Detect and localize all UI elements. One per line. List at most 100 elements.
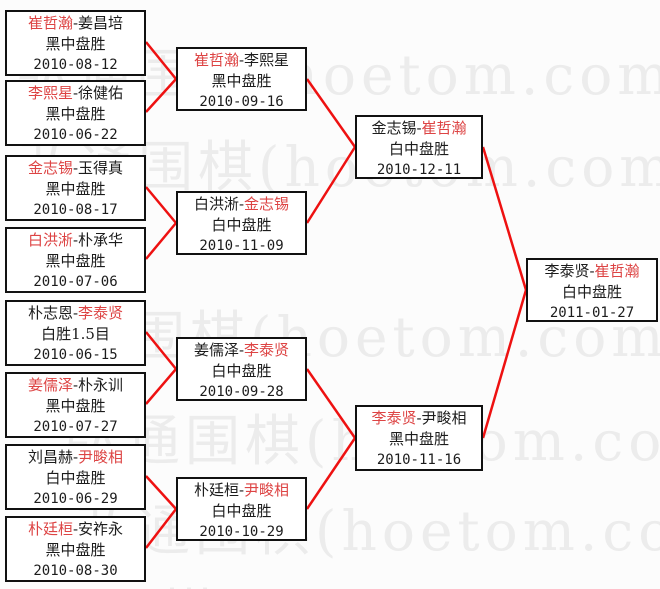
- dash-separator: -: [72, 376, 79, 394]
- connector-line: [145, 331, 177, 370]
- match-date: 2010-08-12: [33, 57, 118, 73]
- match-date: 2010-09-28: [199, 384, 284, 400]
- player-name: 朴承华: [78, 231, 124, 249]
- player-name: 徐健佑: [78, 84, 124, 102]
- player-name: 朴永训: [78, 376, 124, 394]
- match-result: 白中盘胜: [211, 502, 272, 520]
- match-box: 姜儒泽-李泰贤 白中盘胜 2010-09-28: [176, 337, 307, 401]
- match-players: 朴廷桓-尹畯相: [178, 480, 305, 501]
- dash-separator: -: [238, 195, 245, 213]
- match-box: 金志锡-玉得真 黑中盘胜 2010-08-17: [5, 155, 146, 221]
- match-players: 崔哲瀚-李熙星: [178, 50, 305, 71]
- player-name: 金志锡: [27, 159, 73, 177]
- connector-line: [145, 368, 177, 405]
- player-name: 朴志恩: [27, 304, 73, 322]
- match-players: 姜儒泽-朴永训: [7, 375, 144, 396]
- player-name: 李泰贤: [244, 341, 290, 359]
- match-players: 姜儒泽-李泰贤: [178, 340, 305, 361]
- match-players: 崔哲瀚-姜昌培: [7, 13, 144, 34]
- player-name: 金志锡: [244, 195, 290, 213]
- match-box: 白洪淅-朴承华 黑中盘胜 2010-07-06: [5, 227, 146, 293]
- player-name: 李熙星: [244, 51, 290, 69]
- match-box: 刘昌赫-尹畯相 白中盘胜 2010-06-29: [5, 444, 146, 510]
- match-result: 黑中盘胜: [45, 35, 106, 53]
- match-result: 白中盘胜: [388, 140, 449, 158]
- match-date: 2011-01-27: [549, 305, 635, 321]
- match-result: 白中盘胜: [45, 469, 106, 487]
- match-date: 2010-08-30: [33, 563, 118, 579]
- match-players: 李熙星-徐健佑: [7, 83, 144, 104]
- connector-line: [305, 368, 357, 439]
- match-date: 2010-06-29: [33, 491, 118, 507]
- player-name: 朴廷桓: [193, 481, 239, 499]
- match-players: 朴志恩-李泰贤: [7, 303, 144, 324]
- match-date: 2010-12-11: [376, 162, 462, 178]
- match-players: 白洪淅-金志锡: [178, 194, 305, 215]
- dash-separator: -: [72, 84, 79, 102]
- match-result: 黑中盘胜: [45, 397, 106, 415]
- match-result: 黑中盘胜: [388, 430, 449, 448]
- match-box: 朴志恩-李泰贤 白胜1.5目 2010-06-15: [5, 300, 146, 366]
- player-name: 崔哲瀚: [193, 51, 239, 69]
- connector-line: [305, 78, 357, 148]
- player-name: 李泰贤: [544, 262, 590, 280]
- player-name: 玉得真: [78, 159, 124, 177]
- player-name: 白洪淅: [193, 195, 239, 213]
- connector-line: [305, 437, 357, 510]
- match-box: 朴廷桓-尹畯相 白中盘胜 2010-10-29: [176, 477, 307, 541]
- match-box: 李熙星-徐健佑 黑中盘胜 2010-06-22: [5, 80, 146, 146]
- player-name: 朴廷桓: [27, 520, 73, 538]
- player-name: 白洪淅: [27, 231, 73, 249]
- dash-separator: -: [72, 448, 79, 466]
- connector-line: [481, 289, 528, 439]
- match-box: 朴廷桓-安祚永 黑中盘胜 2010-08-30: [5, 516, 146, 582]
- match-box: 金志锡-崔哲瀚 白中盘胜 2010-12-11: [355, 115, 483, 179]
- match-date: 2010-06-22: [33, 127, 118, 143]
- match-result: 黑中盘胜: [211, 72, 272, 90]
- player-name: 崔哲瀚: [27, 14, 73, 32]
- match-date: 2010-10-29: [199, 524, 284, 540]
- player-name: 李泰贤: [78, 304, 124, 322]
- player-name: 尹畯相: [421, 409, 467, 427]
- player-name: 尹畯相: [78, 448, 124, 466]
- match-date: 2010-07-06: [33, 274, 118, 290]
- dash-separator: -: [72, 159, 79, 177]
- connector-line: [145, 186, 177, 224]
- dash-separator: -: [238, 51, 245, 69]
- watermark-text: 弘通围棋(hoetom.com): [0, 570, 660, 589]
- player-name: 崔哲瀚: [594, 262, 640, 280]
- match-result: 黑中盘胜: [45, 541, 106, 559]
- match-players: 李泰贤-崔哲瀚: [528, 261, 656, 282]
- connector-line: [305, 146, 357, 224]
- dash-separator: -: [72, 520, 79, 538]
- match-result: 黑中盘胜: [45, 105, 106, 123]
- connector-line: [145, 78, 177, 113]
- match-date: 2010-11-09: [199, 238, 284, 254]
- player-name: 李泰贤: [371, 409, 417, 427]
- dash-separator: -: [416, 409, 422, 427]
- match-box: 白洪淅-金志锡 白中盘胜 2010-11-09: [176, 191, 307, 255]
- dash-separator: -: [238, 341, 245, 359]
- match-date: 2010-11-16: [376, 452, 462, 468]
- match-box: 李泰贤-崔哲瀚 白中盘胜 2011-01-27: [526, 258, 658, 322]
- player-name: 安祚永: [78, 520, 124, 538]
- player-name: 李熙星: [27, 84, 73, 102]
- match-result: 黑中盘胜: [45, 180, 106, 198]
- match-players: 白洪淅-朴承华: [7, 230, 144, 251]
- match-players: 金志锡-玉得真: [7, 158, 144, 179]
- match-players: 金志锡-崔哲瀚: [357, 118, 481, 139]
- match-result: 白中盘胜: [211, 216, 272, 234]
- match-date: 2010-09-16: [199, 94, 284, 110]
- dash-separator: -: [72, 231, 79, 249]
- match-date: 2010-08-17: [33, 202, 118, 218]
- connector-line: [145, 508, 177, 549]
- connector-line: [145, 475, 177, 510]
- match-players: 朴廷桓-安祚永: [7, 519, 144, 540]
- dash-separator: -: [416, 119, 422, 137]
- match-box: 李泰贤-尹畯相 黑中盘胜 2010-11-16: [355, 405, 483, 471]
- player-name: 姜昌培: [78, 14, 124, 32]
- player-name: 姜儒泽: [27, 376, 73, 394]
- match-box: 姜儒泽-朴永训 黑中盘胜 2010-07-27: [5, 372, 146, 438]
- player-name: 姜儒泽: [193, 341, 239, 359]
